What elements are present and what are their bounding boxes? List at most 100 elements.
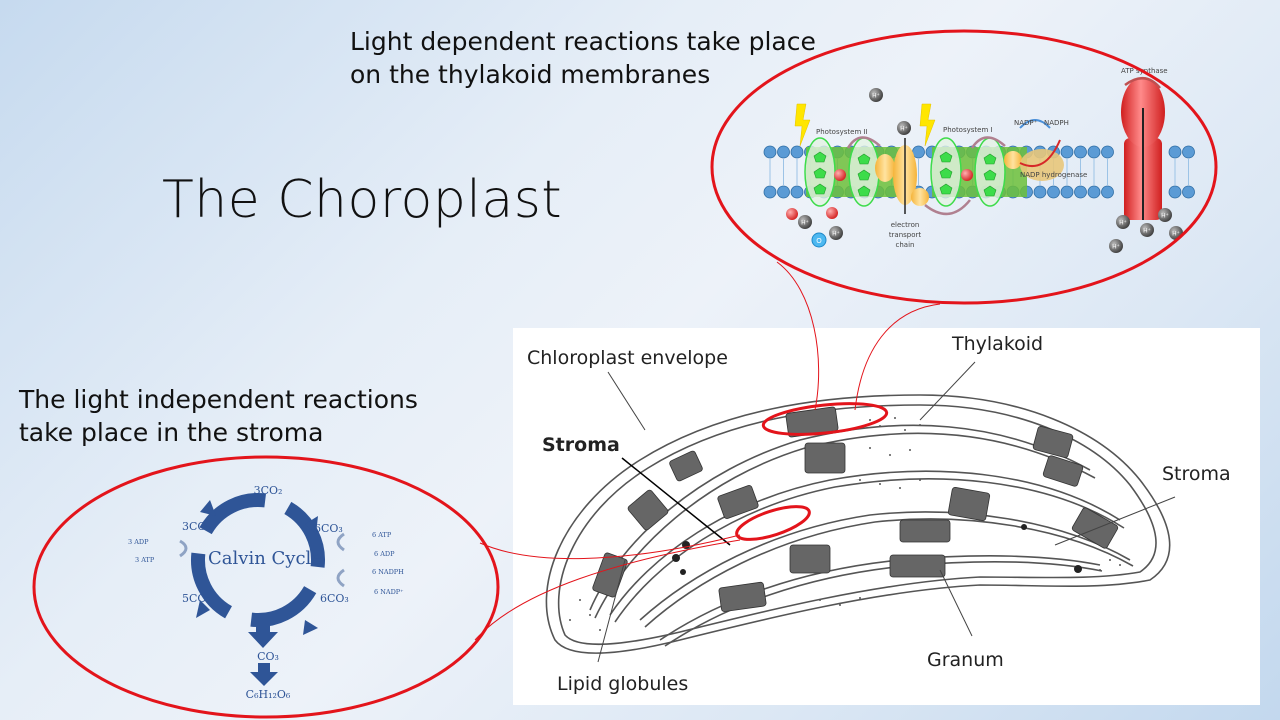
phospholipid-head [1020,185,1033,199]
cycle-arrowhead [305,516,318,534]
phospholipid-head [939,145,952,159]
phospholipid-head [925,145,939,159]
photosystem-pigments [813,151,997,197]
phospholipid-head [1047,185,1060,199]
photosystem-ii-band [806,147,906,197]
electron-icon [826,207,838,219]
hydrogen-ion-icon [1109,239,1123,253]
hydrogen-ion-label: H⁺ [1161,213,1169,220]
phospholipid-head [993,185,1006,199]
caption-line: The light independent reactions [19,385,418,414]
chloroplast-diagram [513,328,1260,705]
phospholipid-head [777,145,790,159]
atp-synthase-stalk [1124,138,1162,220]
caption-line: take place in the stroma [19,418,324,447]
phospholipid-head [1033,145,1047,159]
etc-label: chain [896,241,915,249]
stroma-zoom-ellipse [32,455,500,719]
phospholipid-head [966,185,979,199]
calvin-6nadph: 6 NADPH [372,568,404,576]
electron-icon [786,208,798,220]
photosystem-i-band [932,147,1027,197]
light-independent-caption: The light independent reactions take pla… [19,383,418,449]
phospholipid-head [817,145,831,159]
calvin-6atp: 6 ATP [372,531,392,539]
calvin-cycle-title: Calvin Cycle [208,548,322,569]
hydrogen-ion-label: H⁺ [1112,244,1120,251]
calvin-3adp: 3 ADP [128,538,149,546]
etc-label: transport [889,231,922,239]
electron-icon [834,169,846,181]
phospholipid-head [763,145,777,159]
calvin-3co5: 3CO₅ [182,520,211,533]
phospholipid-head [790,185,804,199]
hydrogen-ion-icon [829,226,843,240]
nadp-hydrogenase-label: NADP hydrogenase [1020,171,1087,179]
phospholipid-head [1006,145,1020,159]
nadp-plus-label: NADP⁺ [1014,119,1038,127]
calvin-cycle-diagram: Calvin Cycle 3CO₂ 3CO₅ 6CO₃ 5CO₃ 6CO₃ 3 … [128,484,404,701]
hydrogen-ion-icon [1158,208,1172,222]
phospholipid-head [1033,185,1047,199]
phospholipid-head [1101,185,1114,199]
phospholipid-head [871,145,885,159]
slide-title: The Choroplast [162,170,563,230]
phospholipid-head [844,185,858,199]
phospholipid-head [993,145,1006,159]
caption-line: Light dependent reactions take place [350,27,816,56]
phospholipid-head [966,145,979,159]
photosystem-i-label: Photosystem I [943,126,993,134]
hydrogen-ion-label: H⁺ [832,231,840,238]
phospholipid-head [1182,145,1195,159]
phospholipid-head [871,185,885,199]
phospholipid-head [804,185,817,199]
calvin-3atp: 3 ATP [135,556,155,564]
caption-line: on the thylakoid membranes [350,60,711,89]
calvin-co3-output: CO₃ [257,650,279,663]
rotation-arrow-icon [1124,77,1161,89]
cycle-arrowhead [303,620,318,635]
phospholipid-head [885,185,898,199]
phospholipid-head [898,145,912,159]
calvin-5co3: 5CO₃ [182,592,211,605]
phospholipid-bilayer [763,145,1195,199]
hydrogen-ion-label: H⁺ [900,126,908,133]
phospholipid-head [1020,145,1033,159]
phospholipid-head [831,185,844,199]
phospholipid-head [1047,145,1060,159]
phospholipid-head [804,145,817,159]
calvin-cycle-ring [191,492,325,627]
etc-protein [911,188,929,206]
phospholipid-head [1006,185,1020,199]
phospholipid-head [1060,145,1074,159]
phospholipid-head [858,185,871,199]
electron-icon [961,169,973,181]
phospholipid-head [1074,145,1087,159]
phospholipid-head [952,185,966,199]
hydrogen-ion-icon [1140,223,1154,237]
light-bolt-icon [919,103,936,147]
etc-protein [875,154,895,182]
calvin-6adp: 6 ADP [374,550,395,558]
phospholipid-head [844,145,858,159]
phospholipid-head [885,145,898,159]
hydrogen-ions: H⁺H⁺H⁺H⁺H⁺H⁺H⁺H⁺H⁺ [798,88,1183,253]
calvin-6co3-bottom: 6CO₃ [320,592,349,605]
phospholipid-head [763,185,777,199]
output-arrow-icon [250,663,278,686]
calvin-6nadp: 6 NADP⁺ [374,588,404,596]
phospholipid-head [1168,145,1182,159]
hydrogen-ion-icon [798,215,812,229]
calvin-6co3-top: 6CO₃ [314,522,343,535]
phospholipid-head [1101,145,1114,159]
hydrogen-ion-icon [1116,215,1130,229]
calvin-glucose-output: C₆H₁₂O₆ [246,688,291,701]
phospholipid-head [1168,185,1182,199]
light-bolt-icon [794,103,811,147]
phospholipid-head [1087,145,1101,159]
hydrogen-ion-icon [869,88,883,102]
nadph-label: NADPH [1044,119,1069,127]
thylakoid-membrane-diagram: H⁺H⁺H⁺H⁺H⁺H⁺H⁺H⁺H⁺ O Photosystem II Phot… [763,67,1195,253]
phospholipid-head [912,185,925,199]
oxygen-label: O [816,237,822,245]
